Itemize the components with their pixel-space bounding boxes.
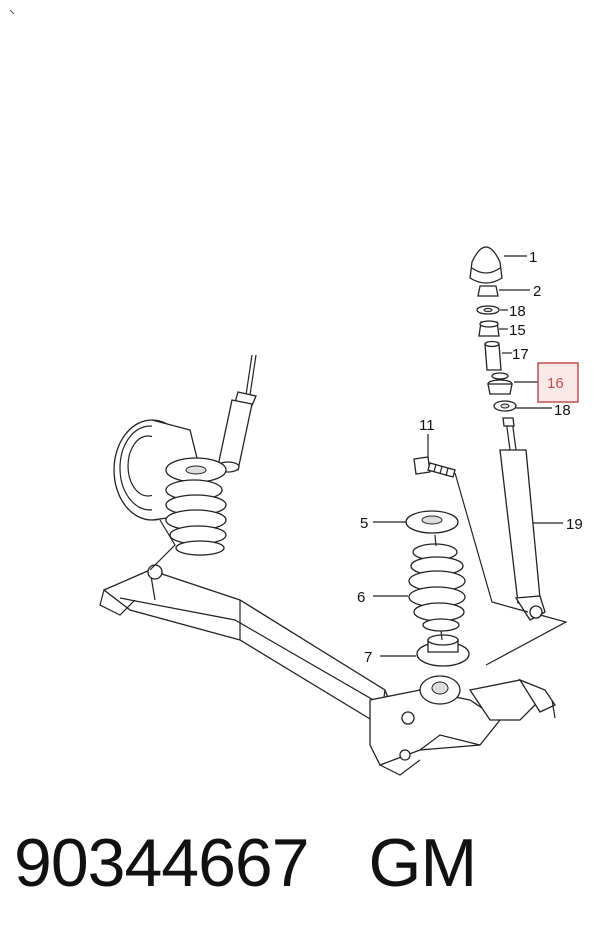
axle-beam (99, 564, 556, 776)
callout-18-lower: 18 (554, 402, 571, 419)
callout-1: 1 (529, 249, 537, 266)
callout-15: 15 (509, 322, 526, 339)
part-1-bump-stop (469, 246, 503, 284)
part-18-washer-lower (493, 400, 517, 412)
part-7-lower-seat (416, 634, 470, 667)
part-19-shock-absorber (499, 417, 546, 621)
brand-name: GM (368, 825, 478, 901)
callout-17: 17 (512, 346, 529, 363)
left-coil-spring (165, 457, 227, 556)
part-18-washer-upper (476, 305, 500, 315)
callout-2: 2 (533, 283, 541, 300)
part-15-bushing (478, 320, 500, 337)
callout-19: 19 (566, 516, 583, 533)
callout-7: 7 (364, 649, 372, 666)
callout-11: 11 (419, 417, 435, 434)
callout-6: 6 (357, 589, 365, 606)
left-shock-absorber (216, 354, 257, 473)
part-17-sleeve (484, 340, 502, 371)
part-6-coil-spring (408, 543, 466, 632)
callout-18-upper: 18 (509, 303, 526, 320)
part-16-bushing (487, 372, 513, 395)
corner-mark (9, 9, 15, 15)
part-5-spring-seat (405, 510, 459, 534)
callout-16: 16 (547, 375, 564, 392)
callout-16-highlight (537, 362, 579, 403)
part-11-bolt (413, 456, 456, 478)
part-2-nut (477, 285, 499, 297)
footer-caption: 90344667 GM (14, 818, 478, 908)
leader-lines (373, 255, 568, 666)
callout-5: 5 (360, 515, 368, 532)
part-number: 90344667 (14, 825, 310, 901)
